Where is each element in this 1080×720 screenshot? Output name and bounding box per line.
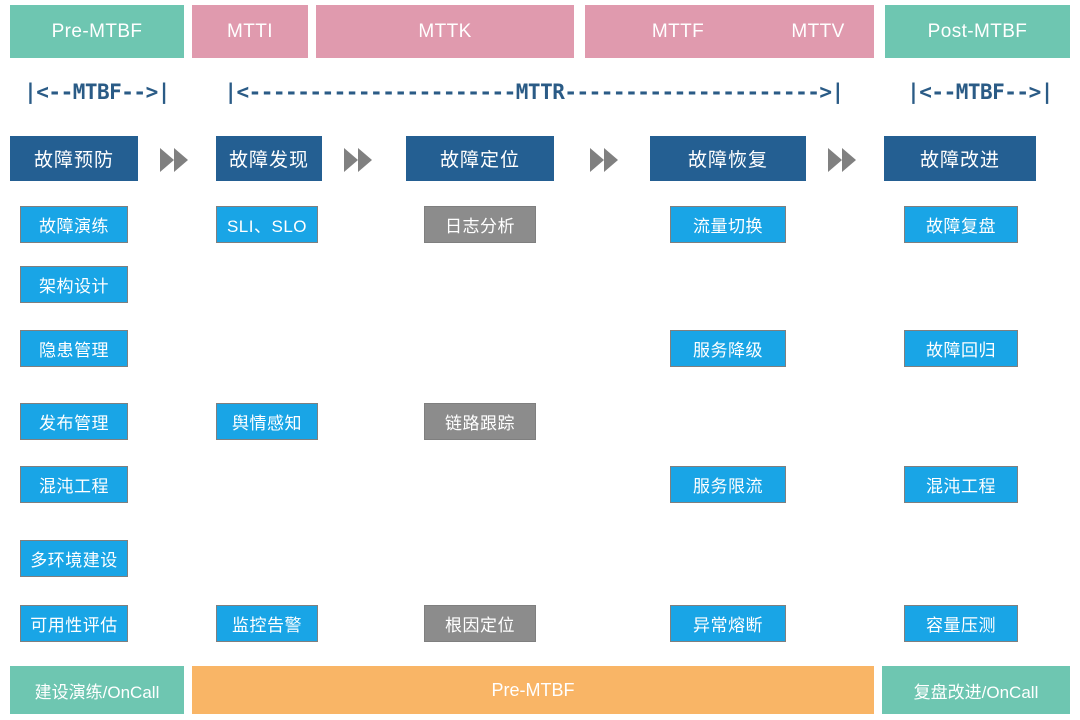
phase-header-pre-mtbf: Pre-MTBF (10, 5, 184, 58)
stage-box-0: 故障预防 (10, 136, 138, 181)
practice-item: 隐患管理 (20, 330, 128, 367)
practice-item: 服务限流 (670, 466, 786, 503)
practice-item: 混沌工程 (20, 466, 128, 503)
range-indicator-1: |<----------------------MTTR------------… (224, 80, 844, 104)
practice-item: 故障回归 (904, 330, 1018, 367)
phase-header-mttk: MTTK (316, 5, 574, 58)
practice-item: 流量切换 (670, 206, 786, 243)
double-chevron-right-icon (160, 146, 200, 174)
practice-item: 服务降级 (670, 330, 786, 367)
footer-segment-1: Pre-MTBF (192, 666, 874, 714)
stage-box-1: 故障发现 (216, 136, 322, 181)
practice-item: 容量压测 (904, 605, 1018, 642)
practice-item: 可用性评估 (20, 605, 128, 642)
phase-header-post-mtbf: Post-MTBF (885, 5, 1070, 58)
phase-header-mttf: MTTF (585, 5, 771, 58)
practice-item: 舆情感知 (216, 403, 318, 440)
double-chevron-right-icon (344, 146, 384, 174)
double-chevron-right-icon (828, 146, 868, 174)
stage-box-2: 故障定位 (406, 136, 554, 181)
stage-box-4: 故障改进 (884, 136, 1036, 181)
practice-item: 监控告警 (216, 605, 318, 642)
phase-header-mttv: MTTV (762, 5, 874, 58)
phase-header-mtti: MTTI (192, 5, 308, 58)
practice-item: 故障演练 (20, 206, 128, 243)
practice-item: 异常熔断 (670, 605, 786, 642)
practice-item: 根因定位 (424, 605, 536, 642)
range-indicator-0: |<--MTBF-->| (24, 80, 170, 104)
practice-item: 链路跟踪 (424, 403, 536, 440)
footer-segment-0: 建设演练/OnCall (10, 666, 184, 714)
range-indicator-2: |<--MTBF-->| (907, 80, 1053, 104)
practice-item: 发布管理 (20, 403, 128, 440)
footer-segment-2: 复盘改进/OnCall (882, 666, 1070, 714)
stage-box-3: 故障恢复 (650, 136, 806, 181)
practice-item: 架构设计 (20, 266, 128, 303)
practice-item: 日志分析 (424, 206, 536, 243)
practice-item: 多环境建设 (20, 540, 128, 577)
practice-item: 故障复盘 (904, 206, 1018, 243)
practice-item: 混沌工程 (904, 466, 1018, 503)
practice-item: SLI、SLO (216, 206, 318, 243)
double-chevron-right-icon (590, 146, 630, 174)
